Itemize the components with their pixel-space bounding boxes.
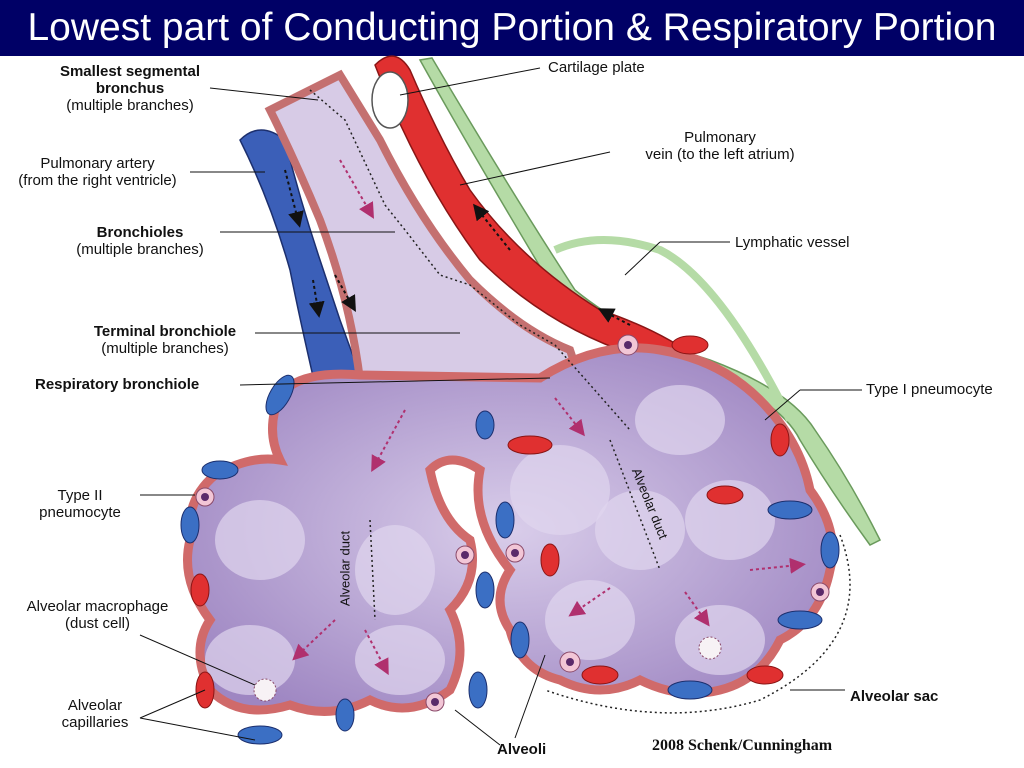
alveolar-duct-label-left: Alveolar duct [337, 530, 353, 607]
terminal-bronchiole-line2: (multiple branches) [101, 340, 229, 357]
type2-line1: Type II [57, 487, 103, 504]
bloodflow-arrows [284, 169, 631, 326]
alveolar-capillaries [180, 335, 840, 745]
label-type2-pneumocyte: Type II pneumocyte [20, 487, 140, 521]
label-smallest-bronchus: Smallest segmental bronchus (multiple br… [40, 63, 220, 114]
label-alveolar-macrophage: Alveolar macrophage (dust cell) [15, 598, 180, 632]
smallest-bronchus-line3: (multiple branches) [66, 97, 194, 114]
terminal-bronchiole-line1: Terminal bronchiole [93, 323, 237, 340]
label-cartilage-plate: Cartilage plate [548, 59, 645, 76]
label-respiratory-bronchiole: Respiratory bronchiole [35, 376, 200, 393]
pulmonary-artery-line1: Pulmonary artery [40, 155, 155, 172]
smallest-bronchus-line2: bronchus [95, 80, 165, 97]
capillaries-line1: Alveolar [67, 697, 123, 714]
bronchioles-line1: Bronchioles [96, 224, 184, 241]
pulmonary-artery-line2: (from the right ventricle) [18, 172, 177, 189]
cartilage-plate [371, 71, 409, 129]
capillaries-line2: capillaries [61, 714, 129, 731]
pulmonary-vein-line2: vein (to the left atrium) [645, 146, 795, 163]
macrophage-line1: Alveolar macrophage [26, 598, 169, 615]
leader-lines [139, 67, 862, 746]
bronchioles-line2: (multiple branches) [76, 241, 204, 258]
macrophage-line2: (dust cell) [64, 615, 131, 632]
title-bar [0, 0, 1024, 56]
type2-line2: pneumocyte [39, 504, 121, 521]
pulmonary-vein-line1: Pulmonary [684, 129, 756, 146]
smallest-bronchus-line1: Smallest segmental [59, 63, 201, 80]
label-type1-pneumocyte: Type I pneumocyte [866, 381, 993, 398]
airflow-arrows [292, 159, 806, 676]
label-pulmonary-vein: Pulmonary vein (to the left atrium) [610, 129, 830, 163]
image-credit: 2008 Schenk/Cunningham [652, 737, 833, 754]
label-alveolar-capillaries: Alveolar capillaries [40, 697, 150, 731]
label-bronchioles: Bronchioles (multiple branches) [55, 224, 225, 258]
label-alveolar-sac: Alveolar sac [850, 688, 939, 705]
cells [195, 334, 830, 712]
slide-title: Lowest part of Conducting Portion & Resp… [27, 6, 997, 49]
label-pulmonary-artery: Pulmonary artery (from the right ventric… [0, 155, 195, 189]
label-lymphatic-vessel: Lymphatic vessel [735, 234, 850, 251]
label-alveoli: Alveoli [497, 741, 547, 758]
region-brackets [309, 89, 851, 714]
label-terminal-bronchiole: Terminal bronchiole (multiple branches) [75, 323, 255, 357]
